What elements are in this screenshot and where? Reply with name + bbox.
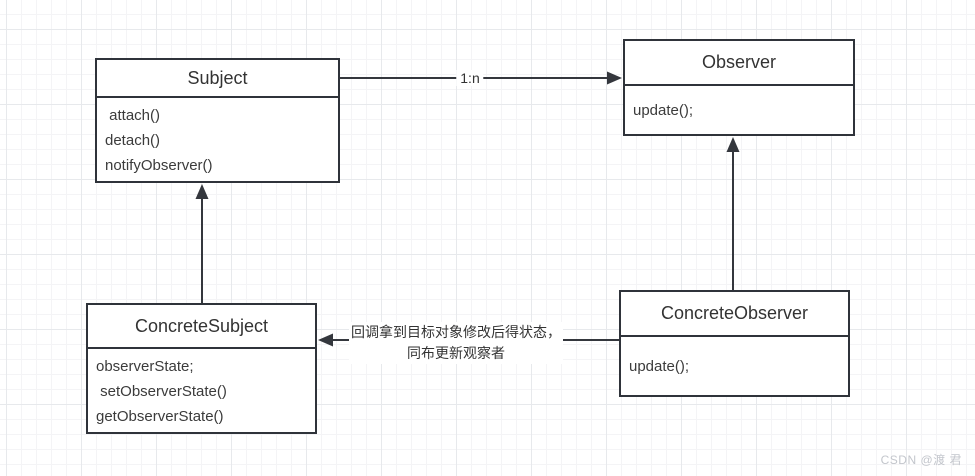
member-set-observer-state: setObserverState() [96, 383, 227, 400]
member-get-observer-state: getObserverState() [96, 408, 224, 425]
member-notify-observer: notifyObserver() [105, 157, 213, 174]
class-box-concrete-observer: ConcreteObserver update(); [619, 290, 850, 397]
csdn-watermark: CSDN @渡 君 [880, 453, 962, 467]
member-update-observer: update(); [633, 101, 694, 119]
class-members-observer: update(); [625, 86, 853, 134]
class-box-concrete-subject: ConcreteSubject observerState; setObserv… [86, 303, 317, 434]
member-attach: attach() [105, 107, 161, 124]
class-title-concrete-observer: ConcreteObserver [621, 292, 848, 337]
member-detach: detach() [105, 132, 161, 149]
class-title-concrete-subject: ConcreteSubject [88, 305, 315, 349]
edge-concretesubject-to-subject [195, 184, 209, 303]
member-update-concrete-observer: update(); [629, 357, 690, 375]
edge-label-callback-line2: 同布更新观察者 [407, 345, 505, 361]
class-title-subject: Subject [97, 60, 338, 98]
edge-label-callback-line1: 回调拿到目标对象修改后得状态， [351, 324, 561, 340]
edge-label-1n: 1:n [456, 70, 484, 86]
edge-concreteobserver-to-observer [726, 137, 740, 290]
class-members-subject: attach() detach() notifyObserver() [97, 98, 338, 181]
edge-label-callback: 回调拿到目标对象修改后得状态， 同布更新观察者 [349, 322, 563, 364]
class-members-concrete-observer: update(); [621, 337, 848, 395]
class-title-observer: Observer [625, 41, 853, 86]
class-members-concrete-subject: observerState; setObserverState() getObs… [88, 349, 315, 432]
class-box-observer: Observer update(); [623, 39, 855, 136]
class-box-subject: Subject attach() detach() notifyObserver… [95, 58, 340, 183]
member-observer-state: observerState; [96, 358, 194, 375]
